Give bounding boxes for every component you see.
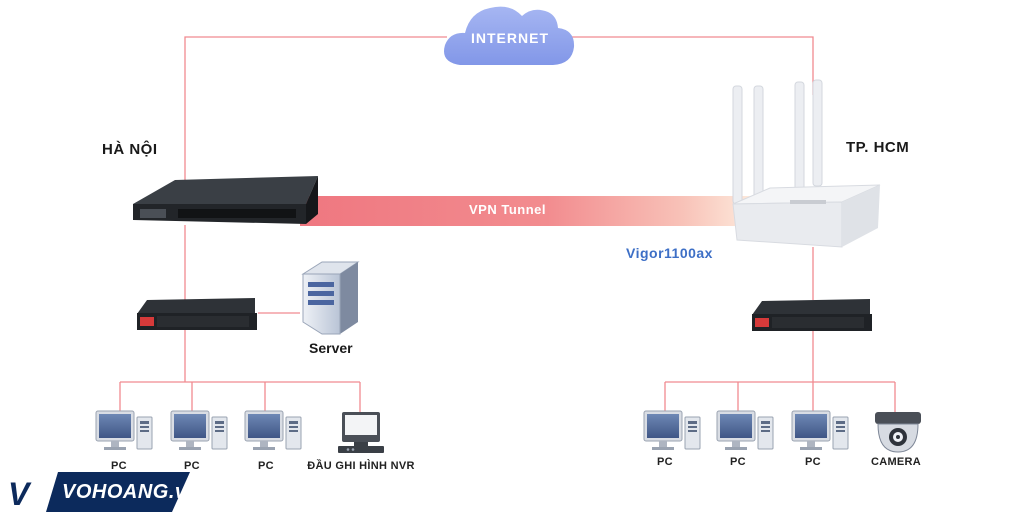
device-label: PC (184, 460, 200, 472)
pc-icon (716, 410, 774, 451)
cloud-icon (444, 6, 575, 66)
device-label: CAMERA (870, 456, 922, 468)
brand-name: VOHOANG.vn (62, 481, 200, 503)
server-label: Server (309, 340, 353, 356)
server-icon (301, 261, 360, 335)
router-icon (133, 176, 318, 224)
wifi-router-icon (732, 79, 881, 248)
pc-icon (170, 410, 228, 451)
pc-icon (643, 410, 701, 451)
brand-logo-mark: V (8, 476, 32, 512)
device-label: PC (258, 460, 274, 472)
vpn-tunnel (300, 196, 750, 226)
connection-lines (119, 36, 896, 412)
camera-icon (875, 412, 921, 453)
nvr-icon (338, 412, 384, 453)
device-label: ĐẦU GHI HÌNH NVR (307, 460, 415, 472)
device-label: PC (111, 460, 127, 472)
vpn-tunnel-label: VPN Tunnel (469, 202, 546, 217)
switch-icon (137, 298, 257, 330)
device-label: PC (805, 456, 821, 468)
device-label: PC (730, 456, 746, 468)
site-label-left: HÀ NỘI (102, 141, 158, 158)
router-model-label: Vigor1100ax (626, 245, 713, 261)
site-label-right: TP. HCM (846, 139, 910, 156)
brand-banner: V (0, 472, 190, 512)
pc-icon (791, 410, 849, 451)
device-label: PC (657, 456, 673, 468)
pc-icon (244, 410, 302, 451)
pc-icon (95, 410, 153, 451)
switch-icon (752, 299, 872, 331)
internet-label: INTERNET (471, 30, 549, 46)
